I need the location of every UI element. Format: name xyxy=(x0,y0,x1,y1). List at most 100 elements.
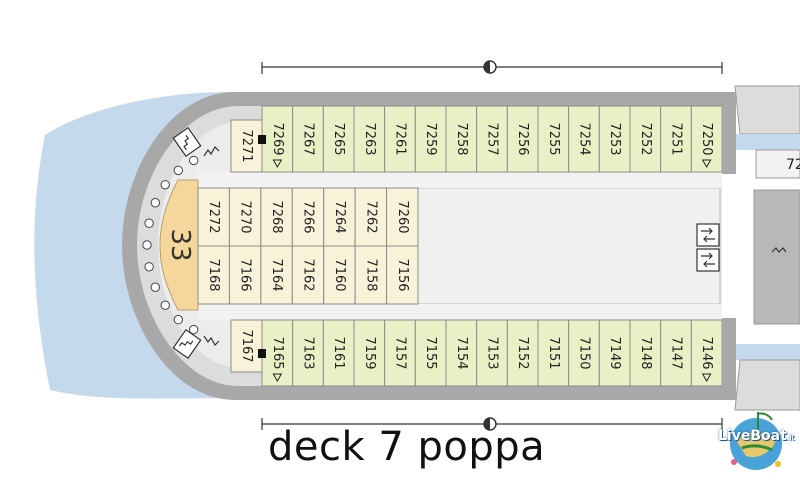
cabin-7261[interactable]: 7261 xyxy=(384,105,416,173)
cabin-7157[interactable]: 7157 xyxy=(384,319,416,387)
cabin-7158[interactable]: 7158 xyxy=(354,245,388,305)
cabin-number: 7271 xyxy=(239,129,254,162)
porthole-icon xyxy=(173,165,183,176)
cabin-7257[interactable]: 7257 xyxy=(476,105,508,173)
stairs-icon xyxy=(172,328,202,360)
forward-corridor-top xyxy=(722,134,800,150)
cabin-7254[interactable]: 7254 xyxy=(568,105,600,173)
cabin-7155[interactable]: 7155 xyxy=(414,319,447,387)
cabin-7250[interactable]: 7250 xyxy=(690,105,723,173)
cabin-number: 7269 xyxy=(270,122,285,155)
cabin-7271[interactable]: 7271 xyxy=(230,119,263,173)
cabin-7270[interactable]: 7270 xyxy=(228,187,262,247)
cabin-number: 7258 xyxy=(454,122,469,155)
cabin-7165[interactable]: 7165 xyxy=(258,319,294,387)
cabin-7146[interactable]: 7146 xyxy=(690,319,723,387)
cabin-7260[interactable]: 7260 xyxy=(386,187,419,247)
cabin-7147[interactable]: 7147 xyxy=(660,319,692,387)
cabin-number: 7272 xyxy=(206,200,221,233)
porthole-group xyxy=(142,155,199,335)
cabin-number: 7251 xyxy=(669,122,684,155)
cabin-number: 7255 xyxy=(546,122,561,155)
cabin-7264[interactable]: 7264 xyxy=(323,187,356,247)
cabin-7149[interactable]: 7149 xyxy=(598,319,631,387)
dimension-line-bottom xyxy=(261,417,723,431)
cabin-number: 7261 xyxy=(393,122,408,155)
cabin-number: 7161 xyxy=(331,336,346,369)
forward-block xyxy=(753,189,800,325)
elevator-icon xyxy=(696,248,720,272)
cabin-7262[interactable]: 7262 xyxy=(354,187,388,247)
half-circle-dimension-icon xyxy=(484,418,490,430)
cabin-7268[interactable]: 7268 xyxy=(260,187,293,247)
cabin-7164[interactable]: 7164 xyxy=(260,245,293,305)
cabin-number: 7168 xyxy=(206,258,221,291)
cabin-number: 7267 xyxy=(301,122,316,155)
cabin-7167[interactable]: 7167 xyxy=(230,319,263,373)
cabin-7159[interactable]: 7159 xyxy=(353,319,386,387)
cabin-7272[interactable]: 7272 xyxy=(197,187,230,247)
cabin-7259[interactable]: 7259 xyxy=(414,105,447,173)
stairway-area xyxy=(159,179,199,311)
cabin-box xyxy=(414,105,447,173)
cabin-7161[interactable]: 7161 xyxy=(322,319,355,387)
cabin-7258[interactable]: 7258 xyxy=(445,105,478,173)
cabin-7252[interactable]: 7252 xyxy=(629,105,662,173)
cabin-box xyxy=(598,105,631,173)
cabin-number: 7254 xyxy=(577,122,592,155)
cabin-7267[interactable]: 7267 xyxy=(292,105,324,173)
cabin-box xyxy=(384,105,416,173)
cabin-number: 7155 xyxy=(423,336,438,369)
cabin-7255[interactable]: 7255 xyxy=(537,105,570,173)
cabin-7251[interactable]: 7251 xyxy=(660,105,692,173)
cabin-7163[interactable]: 7163 xyxy=(292,319,324,387)
cabin-box xyxy=(690,319,723,387)
accessible-cabin-triangle-icon xyxy=(701,159,712,169)
dimension-line-top xyxy=(261,60,723,74)
cabin-box xyxy=(261,319,294,387)
stairs-mark-forward xyxy=(771,247,787,253)
cabin-7150[interactable]: 7150 xyxy=(568,319,600,387)
cabin-box xyxy=(598,319,631,387)
cabin-7151[interactable]: 7151 xyxy=(537,319,570,387)
cabin-7156[interactable]: 7156 xyxy=(386,245,419,305)
cabin-box xyxy=(353,105,386,173)
cabin-7153[interactable]: 7153 xyxy=(476,319,508,387)
cabin-number: 7165 xyxy=(270,336,285,369)
cabin-7160[interactable]: 7160 xyxy=(323,245,356,305)
cabin-7166[interactable]: 7166 xyxy=(228,245,262,305)
cabin-box xyxy=(291,245,325,305)
cabin-number: 7148 xyxy=(638,336,653,369)
cabin-box xyxy=(414,319,447,387)
cabin-number: 7147 xyxy=(669,336,684,369)
cabin-7152[interactable]: 7152 xyxy=(506,319,539,387)
cabin-7265[interactable]: 7265 xyxy=(322,105,355,173)
cabin-number: 7157 xyxy=(393,336,408,369)
porthole-icon xyxy=(189,324,199,335)
cabin-7168[interactable]: 7168 xyxy=(197,245,230,305)
cabin-7154[interactable]: 7154 xyxy=(445,319,478,387)
cabin-7162[interactable]: 7162 xyxy=(291,245,325,305)
cabin-7266[interactable]: 7266 xyxy=(291,187,325,247)
cabin-box xyxy=(197,245,230,305)
cabin-number: 7253 xyxy=(607,122,622,155)
cabin-box xyxy=(197,187,230,247)
cabin-7253[interactable]: 7253 xyxy=(598,105,631,173)
cabin-7269[interactable]: 7269 xyxy=(258,105,294,173)
cabin-7263[interactable]: 7263 xyxy=(353,105,386,173)
cabin-7256[interactable]: 7256 xyxy=(506,105,539,173)
hull-top-strip xyxy=(262,92,722,106)
cabin-number: 7257 xyxy=(485,122,500,155)
cabin-7148[interactable]: 7148 xyxy=(629,319,662,387)
porthole-icon xyxy=(189,155,199,166)
porthole-icon xyxy=(173,314,183,325)
cabin-number: 7153 xyxy=(485,336,500,369)
forward-section-bottom xyxy=(734,359,800,411)
inner-open-area xyxy=(417,187,721,305)
cabin-number: 7262 xyxy=(363,200,378,233)
cabin-box xyxy=(629,105,662,173)
cabin-box xyxy=(386,245,419,305)
cabin-box xyxy=(353,319,386,387)
